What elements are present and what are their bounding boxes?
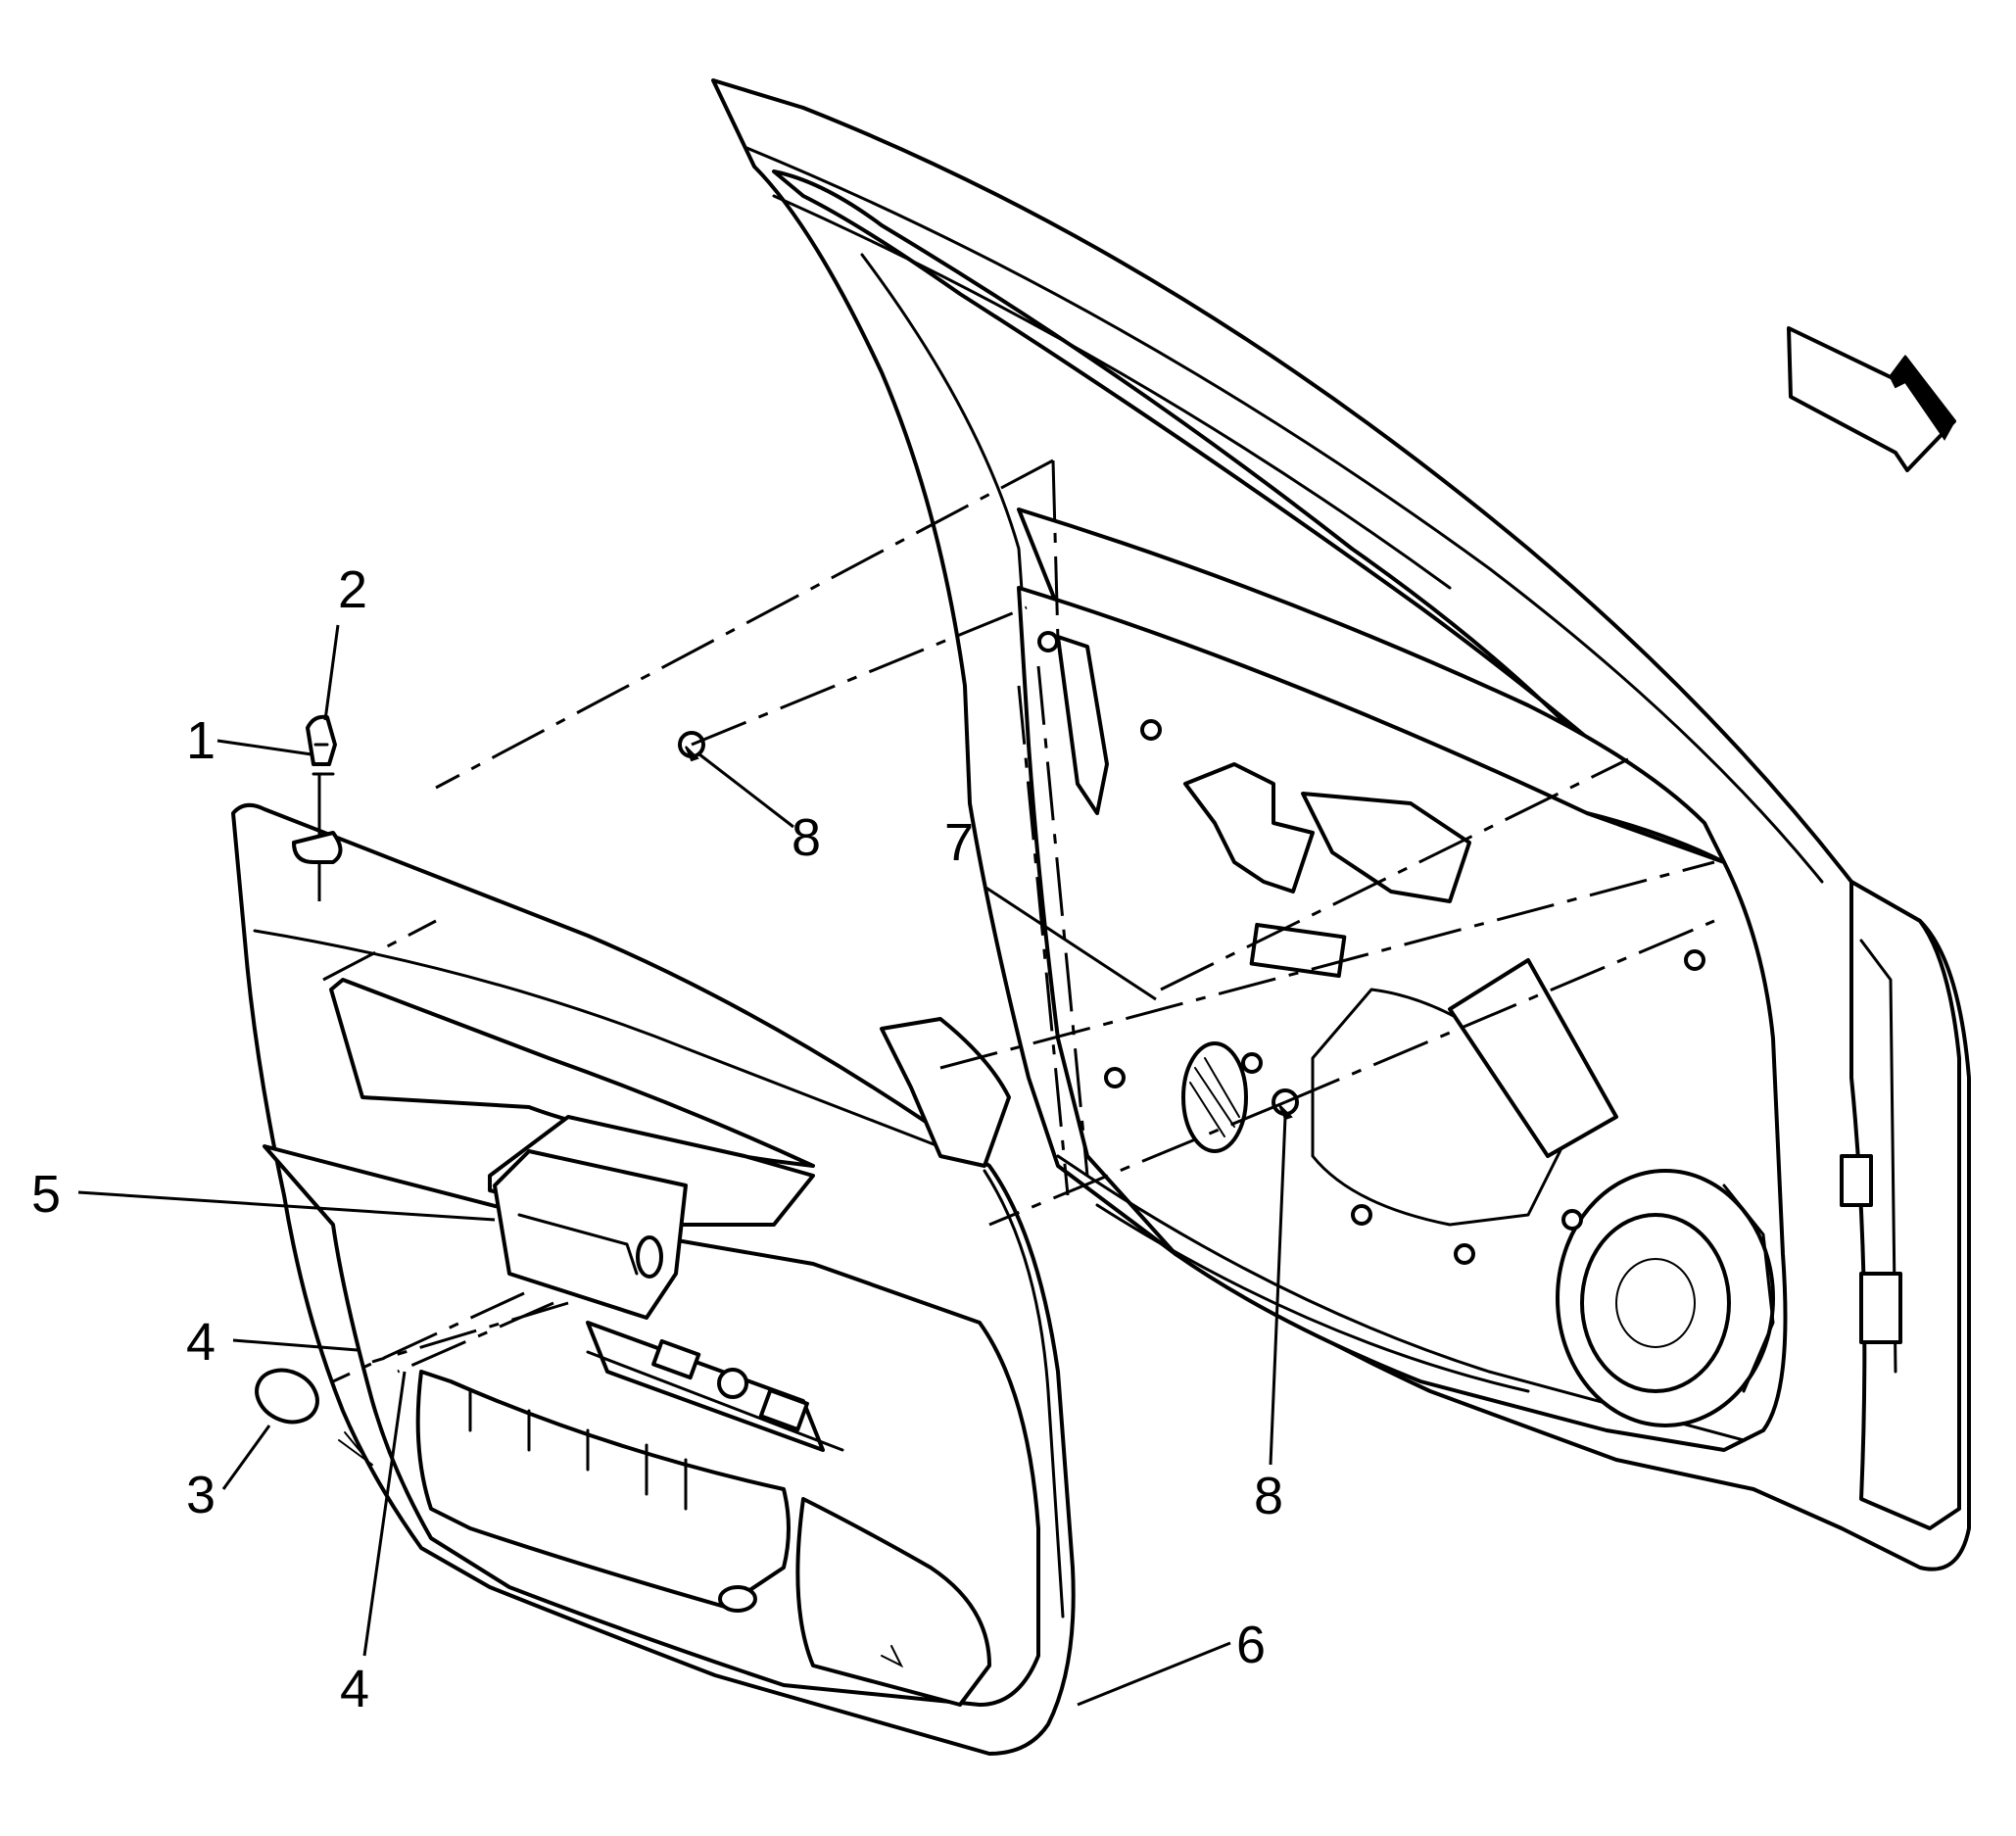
- window-switch-panel: [586, 1321, 844, 1452]
- callout-4-upper: 4: [186, 1313, 216, 1372]
- callout-3: 3: [186, 1466, 216, 1524]
- door-speaker: [1556, 1169, 1775, 1427]
- callout-1: 1: [186, 711, 216, 770]
- panel-fastener-holes: [1037, 631, 1705, 1265]
- door-inner-panel: [711, 78, 1971, 1571]
- callout-8-lower: 8: [1254, 1467, 1283, 1525]
- forward-arrow-icon: [1787, 326, 1956, 472]
- door-handle-bezel: [488, 1115, 815, 1320]
- callout-leaders: [77, 624, 1287, 1707]
- alignment-lines: [322, 459, 1715, 1383]
- map-pocket: [415, 1370, 791, 1613]
- callout-4-lower: 4: [340, 1660, 369, 1718]
- trim-cap-cover: [255, 1368, 373, 1466]
- callout-7: 7: [944, 813, 974, 872]
- callout-2: 2: [338, 560, 367, 619]
- callout-labels: 1 2 3 4 4 5 6 7 8 8: [31, 560, 1283, 1718]
- callout-5: 5: [31, 1165, 61, 1224]
- door-trim-panel: [231, 802, 1076, 1756]
- callout-6: 6: [1236, 1616, 1266, 1674]
- callout-8-upper: 8: [792, 808, 821, 867]
